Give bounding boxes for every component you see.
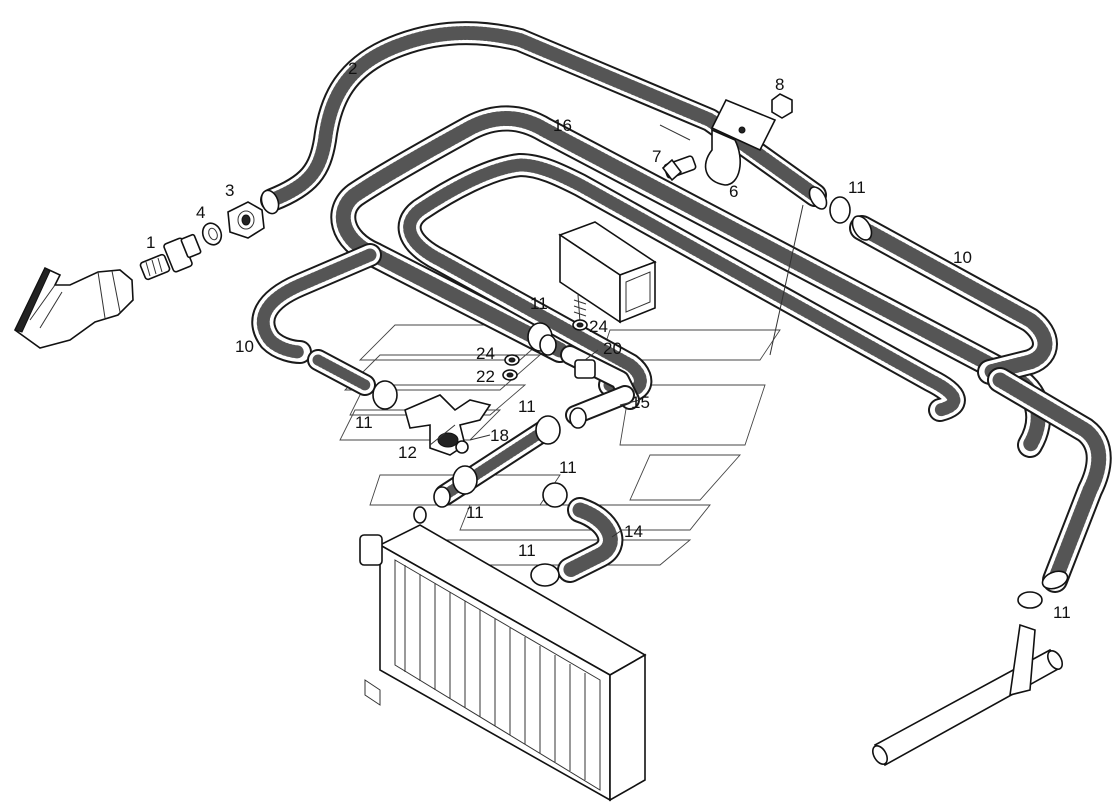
callout-24-left: 24 [476, 344, 495, 363]
callout-18: 18 [490, 426, 509, 445]
hose-right-down [987, 367, 1112, 593]
callout-11-center-right: 11 [559, 458, 577, 477]
part-4-ring [201, 222, 223, 246]
callout-11-bottom: 11 [518, 541, 536, 560]
callout-11-bottom-right: 11 [1053, 603, 1071, 622]
hose-2 [260, 21, 828, 215]
callout-14: 14 [624, 522, 643, 541]
bottom-right-pipe [871, 623, 1064, 767]
bracket-assembly [661, 93, 793, 186]
callout-11-bottom-left: 11 [466, 503, 484, 522]
callout-10-left: 10 [235, 337, 254, 356]
callout-22: 22 [476, 367, 495, 386]
callout-15: 15 [631, 393, 650, 412]
hose-loop-inner [397, 153, 966, 422]
callout-11-left: 11 [355, 413, 373, 432]
hose-10-right [849, 215, 1058, 385]
callout-4: 4 [196, 203, 205, 222]
leader-lines [429, 124, 804, 538]
callout-2: 2 [348, 59, 357, 78]
heater-core [359, 506, 647, 802]
hose-14 [557, 497, 624, 583]
callout-1: 1 [146, 233, 155, 252]
junction-box [558, 221, 657, 324]
callout-24-right: 24 [589, 317, 608, 336]
callout-16: 16 [553, 116, 572, 135]
valve-12 [404, 394, 492, 456]
callout-11-top-right: 11 [848, 178, 866, 197]
callout-10-right: 10 [953, 248, 972, 267]
callout-6: 6 [729, 182, 738, 201]
callout-3: 3 [225, 181, 234, 200]
callout-11-center: 11 [518, 397, 536, 416]
sender-unit [13, 266, 134, 349]
callout-12: 12 [398, 443, 417, 462]
callout-11-center-top: 11 [530, 294, 548, 313]
callout-7: 7 [652, 147, 661, 166]
part-3-nut [227, 201, 265, 239]
callout-20: 20 [603, 339, 622, 358]
washers [502, 319, 588, 381]
hose-10-left [251, 243, 382, 396]
hose-clamps-11 [372, 196, 1043, 609]
callout-8: 8 [775, 75, 784, 94]
part-1-fitting [139, 233, 202, 281]
callout-labels: 1 2 3 4 6 7 8 10 10 11 11 11 11 11 11 11… [146, 59, 1071, 622]
